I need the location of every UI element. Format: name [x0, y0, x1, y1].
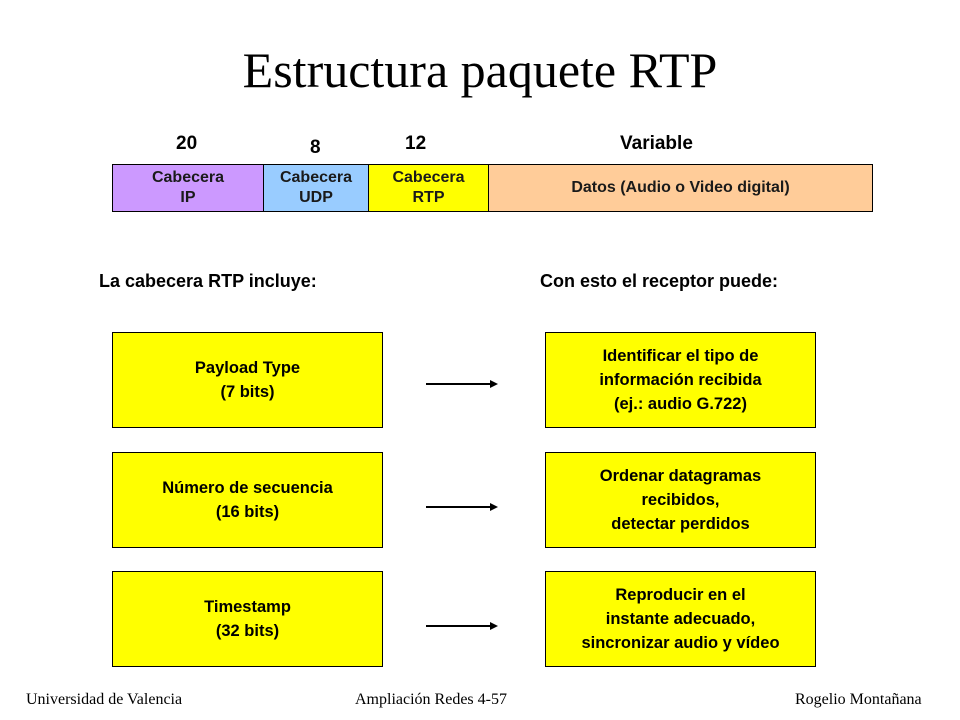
playback-sync-box: Reproducir en el instante adecuado, sinc…: [545, 571, 816, 667]
identify-type-text: Identificar el tipo de información recib…: [599, 347, 762, 413]
identify-type-box: Identificar el tipo de información recib…: [545, 332, 816, 428]
order-datagrams-box: Ordenar datagramas recibidos, detectar p…: [545, 452, 816, 548]
right-heading: Con esto el receptor puede:: [540, 271, 779, 291]
udp-header-size: 8: [310, 137, 321, 158]
udp-header-segment: Cabecera UDP: [263, 164, 369, 212]
udp-header-label: Cabecera UDP: [279, 169, 353, 206]
arrow-right-icon: [426, 503, 498, 511]
arrow-right-icon: [426, 380, 498, 388]
rtp-header-size: 12: [405, 133, 427, 154]
footer-author: Rogelio Montañana: [795, 691, 922, 708]
payload-type-text: Payload Type (7 bits): [194, 359, 301, 401]
playback-sync-text: Reproducir en el instante adecuado, sinc…: [581, 586, 780, 652]
timestamp-text: Timestamp (32 bits): [204, 598, 291, 640]
slide-title: Estructura paquete RTP: [242, 42, 718, 98]
timestamp-box: Timestamp (32 bits): [112, 571, 383, 667]
payload-segment: Datos (Audio o Video digital): [488, 164, 873, 212]
ip-header-label: Cabecera IP: [151, 169, 225, 206]
payload-type-box: Payload Type (7 bits): [112, 332, 383, 428]
rtp-header-segment: Cabecera RTP: [368, 164, 489, 212]
data-size: Variable: [620, 133, 693, 154]
rtp-header-label: Cabecera RTP: [392, 169, 465, 206]
payload-label: Datos (Audio o Video digital): [571, 179, 790, 196]
left-heading: La cabecera RTP incluye:: [99, 271, 317, 291]
arrow-right-icon: [426, 622, 498, 630]
footer-slide-number: Ampliación Redes 4-57: [355, 691, 507, 708]
ip-header-size: 20: [176, 133, 198, 154]
order-datagrams-text: Ordenar datagramas recibidos, detectar p…: [599, 467, 762, 533]
sequence-number-text: Número de secuencia (16 bits): [162, 479, 333, 521]
ip-header-segment: Cabecera IP: [112, 164, 264, 212]
sequence-number-box: Número de secuencia (16 bits): [112, 452, 383, 548]
footer-institution: Universidad de Valencia: [26, 691, 183, 708]
